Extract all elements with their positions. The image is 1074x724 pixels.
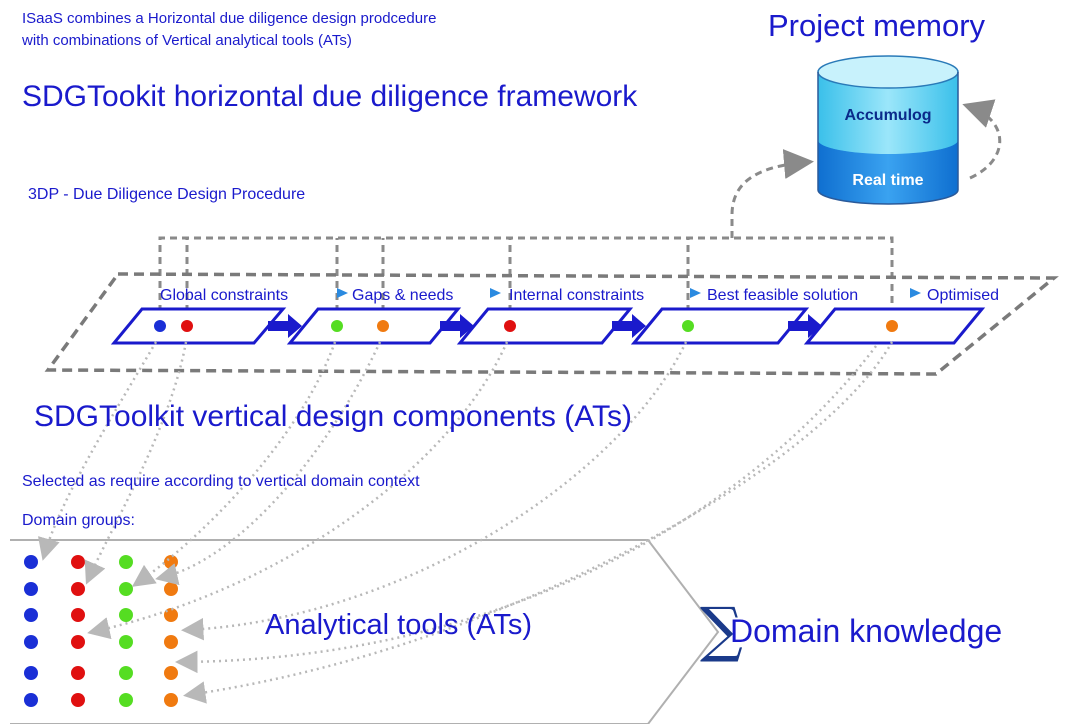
stage-dot-red xyxy=(504,320,516,332)
stage-labels: Global constraints Gaps & needs Internal… xyxy=(160,287,999,304)
stage-box-global-constraints xyxy=(110,307,287,345)
domain-group-red xyxy=(71,555,85,707)
domain-group-blue xyxy=(24,555,38,707)
intro-text: ISaaS combines a Horizontal due diligenc… xyxy=(22,8,436,52)
selection-note: Selected as require according to vertica… xyxy=(22,473,420,490)
stage-label-gaps-needs: Gaps & needs xyxy=(352,287,453,304)
stage-dot-blue xyxy=(154,320,166,332)
stage-label-arrow xyxy=(910,288,921,298)
stage-flow-arrows xyxy=(268,314,822,338)
memory-loop-arrow xyxy=(962,99,1002,180)
stage-label-optimised: Optimised xyxy=(927,287,999,304)
stage-box-internal-constraints xyxy=(456,307,634,345)
stage-box-gaps-needs xyxy=(286,307,462,345)
stage-dot-red xyxy=(181,320,193,332)
domain-groups-label: Domain groups: xyxy=(22,512,135,529)
domain-knowledge-box xyxy=(10,539,720,724)
stage-dot-orange xyxy=(886,320,898,332)
stage-label-best-feasible-solution: Best feasible solution xyxy=(707,287,858,304)
stage-dot-green xyxy=(331,320,343,332)
stage-box-best-feasible-solution xyxy=(630,307,810,345)
project-memory-title: Project memory xyxy=(768,8,986,43)
analytical-tools-label: Analytical tools (ATs) xyxy=(265,609,532,641)
memory-feed-arrow xyxy=(730,149,814,238)
domain-knowledge-label: Domain knowledge xyxy=(730,613,1003,649)
stage-dots xyxy=(154,320,898,332)
horizontal-framework-title: SDGTookit horizontal due diligence frame… xyxy=(22,80,638,113)
framework-platform xyxy=(44,272,1059,376)
stage-label-arrow xyxy=(690,288,701,298)
sigma-icon: ∑ xyxy=(700,595,743,665)
stage-dot-green xyxy=(682,320,694,332)
intro-line-2: with combinations of Vertical analytical… xyxy=(22,32,352,49)
stage-label-arrow xyxy=(337,288,348,298)
domain-group-green xyxy=(119,555,133,707)
stage-label-internal-constraints: Internal constraints xyxy=(509,287,644,304)
procedure-label: 3DP - Due Diligence Design Procedure xyxy=(28,186,306,203)
real-time-label: Real time xyxy=(852,172,923,189)
stage-label-arrow xyxy=(490,288,501,298)
stage-dot-orange xyxy=(377,320,389,332)
vertical-components-title: SDGToolkit vertical design components (A… xyxy=(34,400,633,433)
accumulog-label: Accumulog xyxy=(844,107,931,124)
project-memory-cylinder: Accumulog Real time xyxy=(817,55,959,205)
tool-selection-arrows xyxy=(37,341,894,704)
stage-label-global-constraints: Global constraints xyxy=(160,287,288,304)
intro-line-1: ISaaS combines a Horizontal due diligenc… xyxy=(22,10,437,27)
